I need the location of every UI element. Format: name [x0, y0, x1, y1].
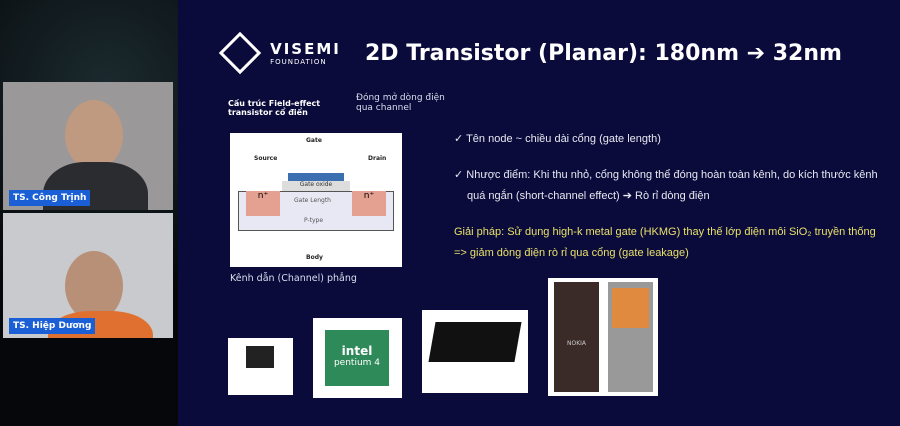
drain-label: Drain — [368, 155, 387, 162]
solution-text: => giảm dòng điện rò rỉ qua cổng (gate l… — [454, 247, 689, 259]
ps3-image — [422, 310, 528, 393]
gate-label: Gate — [306, 137, 322, 144]
bullet: ✓ Tên node ~ chiều dài cổng (gate length… — [454, 133, 661, 145]
intel-logo-text: intel — [341, 344, 373, 358]
drain-region: n⁺ — [352, 191, 386, 216]
phone-front — [608, 282, 653, 392]
video-tile[interactable]: TS. Hiệp Dương — [3, 213, 173, 338]
video-tile[interactable]: TS. Công Trịnh — [3, 82, 173, 210]
logo-text: VISEMI — [270, 40, 341, 58]
slide-text: ✓ Tên node ~ chiều dài cổng (gate length… — [454, 129, 898, 264]
transistor-diagram: Gate Source Drain Gate oxide n⁺ n⁺ Gate … — [230, 133, 402, 267]
transistor-image — [228, 338, 293, 395]
pentium-text: pentium 4 — [333, 358, 381, 368]
transistor-package — [246, 346, 274, 368]
body-label: Body — [306, 254, 323, 261]
phone-screen — [612, 288, 649, 328]
participants-panel: TS. Công Trịnh TS. Hiệp Dương — [0, 0, 178, 426]
diagram-caption: Cấu trúc Field-effect transistor cổ điển — [228, 99, 321, 117]
slide-title: 2D Transistor (Planar): 180nm ➔ 32nm — [365, 41, 842, 66]
logo-subtext: FOUNDATION — [270, 58, 327, 66]
ptype-label: P-type — [304, 217, 324, 224]
participant-video — [65, 100, 123, 170]
console-body — [428, 322, 522, 362]
nokia-phone-image: NOKIA — [548, 278, 658, 396]
participant-name: TS. Hiệp Dương — [9, 318, 96, 334]
gate-electrode — [288, 173, 344, 181]
gate-length-label: Gate Length — [294, 197, 331, 204]
bullet: quá ngắn (short-channel effect) ➔ Rò rỉ … — [467, 190, 710, 202]
gate-oxide-label: Gate oxide — [282, 181, 350, 191]
participant-video — [65, 251, 123, 321]
participant-name: TS. Công Trịnh — [9, 190, 91, 206]
logo-mark — [218, 31, 262, 75]
diagram-note: Kênh dẫn (Channel) phẳng — [230, 273, 357, 284]
bullet: ✓ Nhược điểm: Khi thu nhỏ, cổng không th… — [454, 169, 878, 181]
diagram-note: Đóng mở dòng điện qua channel — [356, 93, 445, 113]
source-label: Source — [254, 155, 278, 162]
source-region: n⁺ — [246, 191, 280, 216]
phone-back: NOKIA — [554, 282, 599, 392]
solution-text: Giải pháp: Sử dụng high-k metal gate (HK… — [454, 226, 876, 238]
